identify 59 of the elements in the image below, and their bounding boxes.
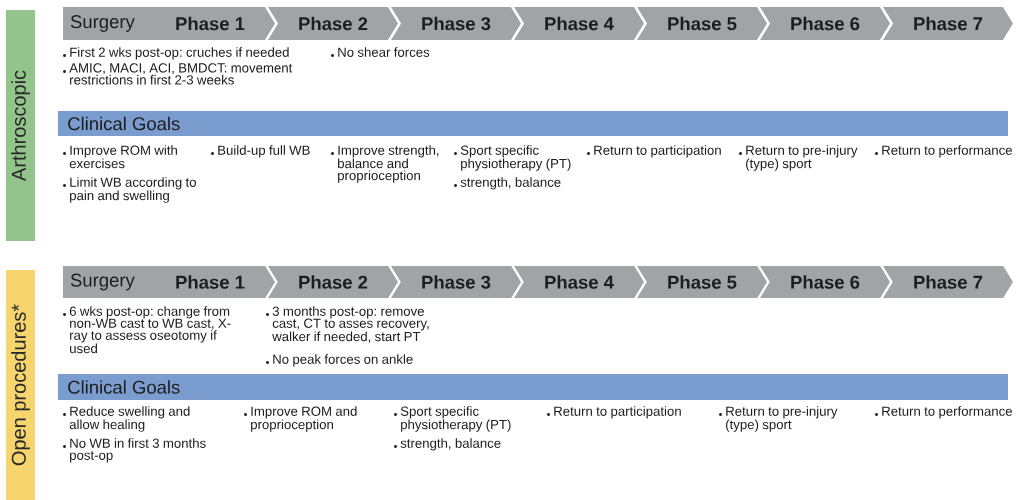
phase-step: Surgery: [63, 7, 158, 40]
phase-step: Phase 6: [760, 266, 890, 298]
phase-step: Phase 6: [760, 7, 890, 40]
phase-step: Phase 2: [268, 7, 398, 40]
node-label: Phase 5: [668, 16, 737, 31]
bullet-item: No shear forces: [331, 47, 430, 57]
bullet-item: Return to performance: [875, 406, 1012, 419]
bullet-item: Improve ROM and proprioception: [244, 406, 357, 432]
bullet-item: No WB in first 3 months post-op: [63, 438, 206, 463]
phase-step: Surgery: [62, 266, 157, 298]
node-label: Phase 6: [791, 275, 860, 289]
bullet-item: Return to pre-injury (type) sport: [719, 406, 838, 432]
side-band: Arthroscopic: [6, 10, 35, 241]
bullet-item: No peak forces on ankle: [266, 354, 413, 367]
phase-step: Phase 1: [145, 266, 275, 298]
bullet-item: Return to performance: [875, 145, 1012, 158]
side-band: Open procedures*: [6, 270, 35, 500]
bullet-item: Improve strength, balance and proprioception: [331, 145, 439, 183]
node-label: Phase 4: [545, 275, 614, 289]
node-label: Surgery: [70, 273, 135, 291]
node-label: Phase 4: [545, 16, 614, 31]
bullet-item: 3 months post-op: remove cast, CT to asses recovery, walker if needed, start PT: [266, 306, 429, 343]
phase-step: Phase 7: [883, 266, 1013, 298]
header-bar: Clinical Goals: [58, 374, 1008, 400]
node-label: Phase 5: [668, 275, 737, 289]
bullet-item: Build-up full WB: [211, 145, 310, 158]
bullet-item: Sport specific physiotherapy (PT): [394, 406, 511, 432]
bullet-item: Sport specific physiotherapy (PT): [454, 145, 571, 171]
phase-step: Phase 4: [514, 7, 644, 40]
node-label: Surgery: [70, 15, 135, 32]
node-label: Phase 3: [422, 16, 491, 31]
bullet-item: AMIC, MACI, ACI, BMDCT: movement restrictions in first 2-3 weeks: [63, 63, 293, 85]
phase-step: Phase 3: [391, 7, 521, 40]
node-label: Phase 1: [176, 16, 245, 31]
node-label: Phase 6: [791, 16, 860, 31]
phase-step: Phase 1: [145, 7, 275, 40]
bullet-item: Return to pre-injury (type) sport: [739, 145, 858, 171]
node-label: Phase 2: [299, 275, 368, 289]
node-label: Phase 3: [422, 275, 491, 289]
phase-step: Phase 5: [637, 7, 767, 40]
node-label: Phase 2: [299, 16, 368, 31]
bullet-item: 6 wks post-op: change from non-WB cast to WB cast, X-ray to assess oseotomy if used: [63, 306, 231, 354]
node-label: Phase 7: [914, 275, 983, 289]
bullet-item: strength, balance: [394, 438, 501, 451]
phase-step: Phase 4: [514, 266, 644, 298]
bullet-item: Return to participation: [587, 145, 721, 158]
bullet-item: Improve ROM with exercises: [63, 145, 177, 169]
header-bar: Clinical Goals: [58, 111, 1008, 136]
phase-step: Phase 5: [637, 266, 767, 298]
bullet-item: Reduce swelling and allow healing: [63, 406, 190, 432]
bullet-item: strength, balance: [454, 177, 561, 190]
node-label: Phase 1: [176, 275, 245, 289]
phase-step: Phase 2: [268, 266, 398, 298]
phase-step: Phase 7: [883, 7, 1013, 40]
phase-step: Phase 3: [391, 266, 521, 298]
bullet-item: Limit WB according to pain and swelling: [63, 177, 196, 203]
bullet-item: First 2 wks post-op: cruches if needed: [63, 47, 289, 60]
node-label: Phase 7: [914, 16, 983, 31]
bullet-item: Return to participation: [547, 406, 681, 419]
